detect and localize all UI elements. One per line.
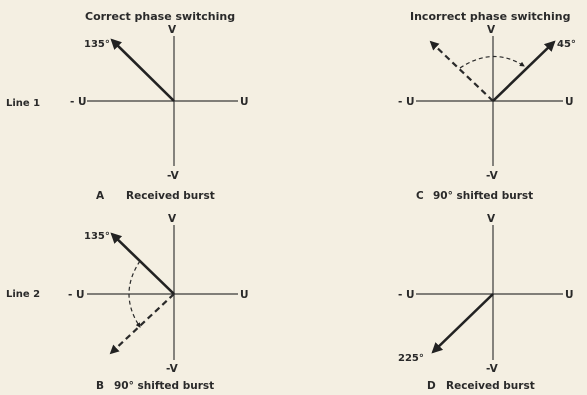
diagram-a-caption: Received burst (126, 190, 215, 202)
title-correct: Correct phase switching (85, 10, 235, 23)
diagram-d-pos-v-label: V (487, 213, 496, 225)
diagram-a-vector-135 (110, 38, 175, 102)
diagram-b-caption-letter: B (96, 380, 104, 392)
diagram-d-caption: Received burst (446, 380, 535, 392)
diagram-d: V -V - U U 225° D Received burst (398, 213, 574, 392)
diagram-c-neg-v-label: -V (486, 170, 499, 182)
diagram-c: V -V - U U 45° C 90° shifted burst (398, 24, 576, 202)
diagram-c-neg-u-label: - U (398, 96, 415, 108)
diagram-d-neg-v-label: -V (486, 363, 499, 375)
diagram-a-neg-u-label: - U (70, 96, 87, 108)
diagram-c-caption: 90° shifted burst (433, 190, 533, 202)
row-label-line2: Line 2 (6, 289, 40, 300)
diagram-c-pos-v-label: V (487, 24, 496, 36)
diagram-a: V -V - U U 135° A Received burst (70, 24, 249, 202)
diagram-c-vector-135-dashed (429, 40, 494, 102)
diagram-a-pos-v-label: V (168, 24, 177, 36)
diagram-d-neg-u-label: - U (398, 289, 415, 301)
diagram-c-angle-label: 45° (557, 39, 576, 50)
diagram-b-angle-label: 135° (84, 231, 110, 242)
diagram-a-neg-v-label: -V (167, 170, 180, 182)
title-incorrect: Incorrect phase switching (410, 10, 570, 23)
diagram-a-caption-letter: A (96, 190, 105, 202)
diagram-a-angle-label: 135° (84, 39, 110, 50)
diagram-c-pos-u-label: U (565, 96, 574, 108)
diagram-b-vector-135 (110, 232, 175, 295)
diagram-d-vector-225 (431, 293, 494, 354)
diagram-c-vector-45 (492, 40, 556, 102)
diagram-b-vector-225-dashed (109, 293, 175, 355)
diagram-b-caption: 90° shifted burst (114, 380, 214, 392)
diagram-d-pos-u-label: U (565, 289, 574, 301)
diagram-c-caption-letter: C (416, 190, 424, 202)
diagram-d-caption-letter: D (427, 380, 436, 392)
diagram-d-angle-label: 225° (398, 353, 424, 364)
row-label-line1: Line 1 (6, 98, 40, 109)
diagram-c-rotation-arc (459, 55, 525, 69)
diagram-b-rotation-arc (128, 260, 141, 328)
diagram-b-neg-u-label: - U (68, 289, 85, 301)
diagram-b-pos-u-label: U (240, 289, 249, 301)
diagram-a-pos-u-label: U (240, 96, 249, 108)
diagram-b: V -V - U U 135° B 90° shifted burst (68, 213, 249, 392)
diagram-b-neg-v-label: -V (166, 363, 179, 375)
diagram-b-pos-v-label: V (168, 213, 177, 225)
